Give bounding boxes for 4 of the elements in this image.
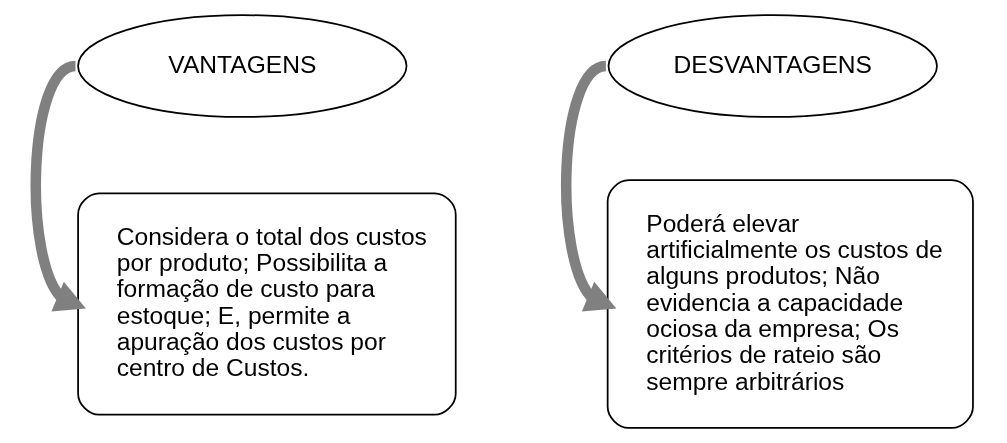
node-box: Considera o total dos custos por produto; Possibilita a formação de custo para estoque; E, permite a apuração dos custos por centro de Custos. xyxy=(76,192,457,416)
node-ellipse: VANTAGENS xyxy=(76,14,407,118)
node-ellipse: DESVANTAGENS xyxy=(607,14,938,118)
node-box: Poderá elevar artificialmente os custos de alguns produtos; Não evidencia a capacidade ociosa da empresa; Os critérios de rateio são sempre arbitrários xyxy=(606,179,974,429)
